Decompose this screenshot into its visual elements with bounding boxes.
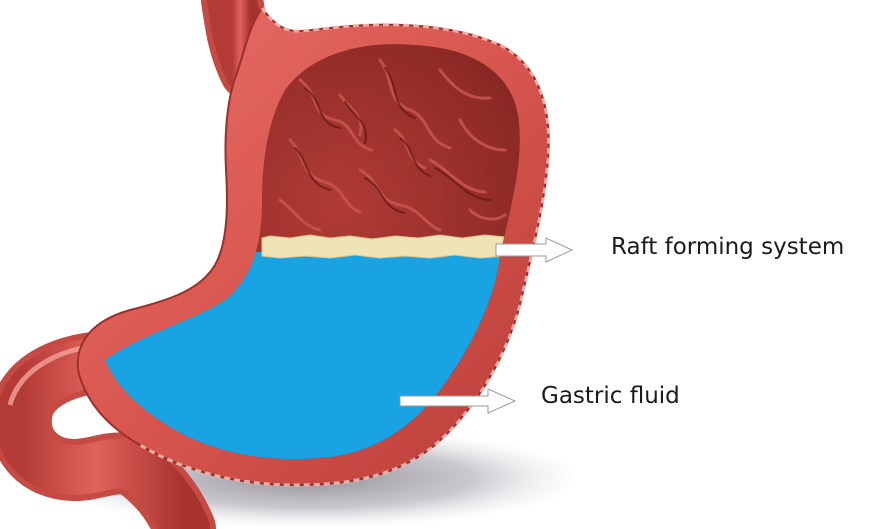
raft-forming-system-label: Raft forming system (611, 236, 844, 259)
gastric-fluid-label: Gastric fluid (541, 385, 680, 408)
